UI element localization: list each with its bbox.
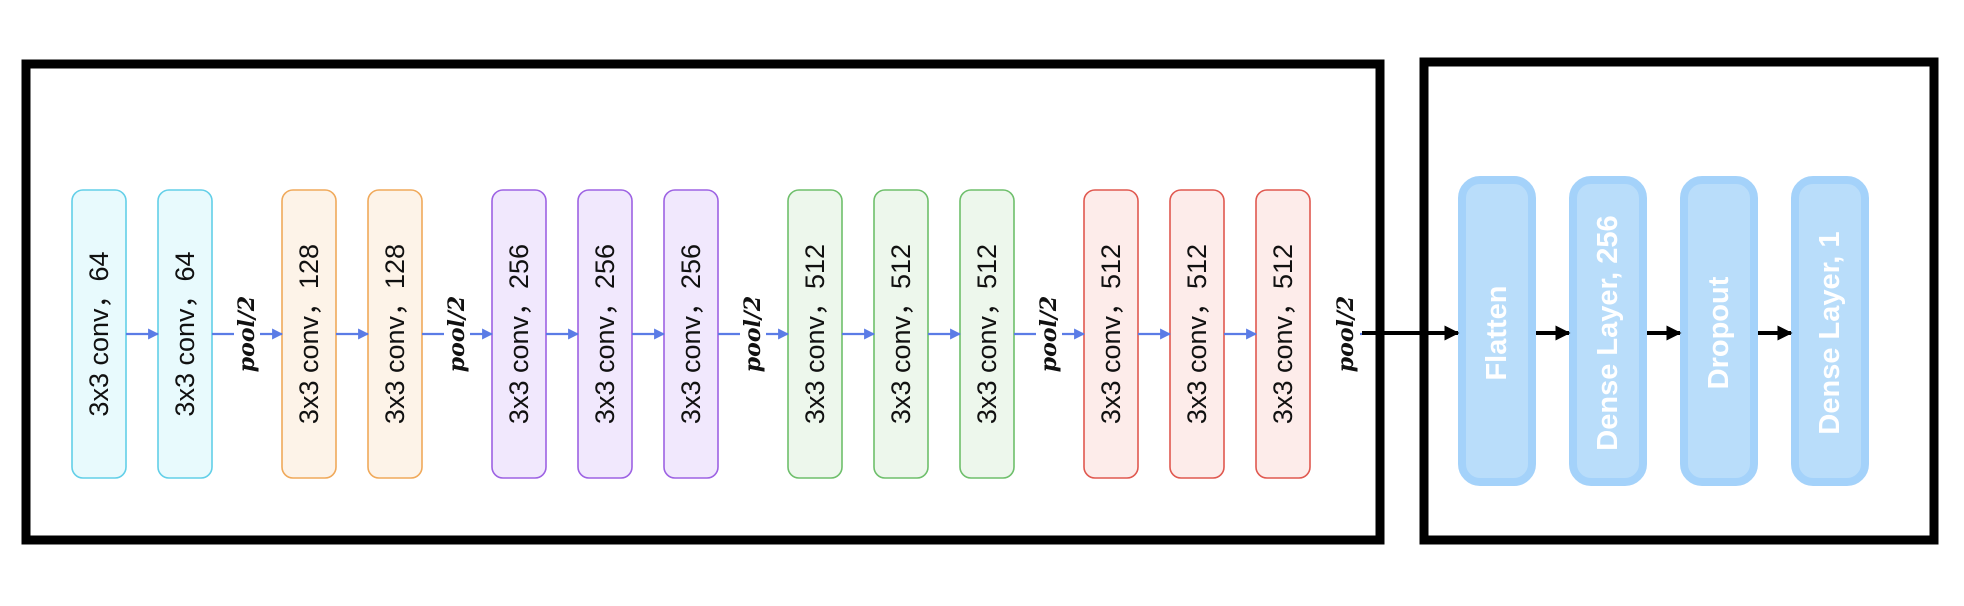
conv-layer-label: 3x3 conv，256 (504, 244, 534, 424)
pool-label: pool/2 (1333, 296, 1359, 372)
conv-layer-block: 3x3 conv，64 (157, 189, 213, 479)
conv-layer-block: 3x3 conv，256 (577, 189, 633, 479)
conv-layer-block: 3x3 conv，128 (367, 189, 423, 479)
pool-label: pool/2 (234, 296, 260, 372)
pool-label-background (1036, 294, 1062, 374)
conv-layer-block: 3x3 conv，512 (873, 189, 929, 479)
conv-layer-label: 3x3 conv，512 (886, 244, 916, 424)
pool-label-background (1333, 294, 1359, 374)
conv-layer-label: 3x3 conv，64 (170, 251, 200, 416)
dense-layer-label: Dropout (1703, 276, 1735, 389)
dense-layer-label: Flatten (1481, 285, 1513, 380)
feature-extractor-frame (21, 59, 1385, 545)
conv-layer-block: 3x3 conv，512 (1255, 189, 1311, 479)
dense-layer-box (1791, 176, 1869, 486)
conv-layer-label: 3x3 conv，512 (1096, 244, 1126, 424)
dense-layer-box (1569, 176, 1647, 486)
pool-label-background (444, 294, 470, 374)
dense-layer-block: Flatten (1458, 176, 1536, 486)
dense-layer-block: Dropout (1680, 176, 1758, 486)
conv-layer-label: 3x3 conv，256 (590, 244, 620, 424)
pool-label-background (234, 294, 260, 374)
dense-layer-box (1680, 176, 1758, 486)
conv-layer-label: 3x3 conv，128 (380, 244, 410, 424)
pool-label-background (740, 294, 766, 374)
conv-layer-block: 3x3 conv，128 (281, 189, 337, 479)
pool-label: pool/2 (740, 296, 766, 372)
classifier-frame (1419, 57, 1939, 545)
conv-layer-label: 3x3 conv，64 (84, 251, 114, 416)
dense-layer-box (1458, 176, 1536, 486)
conv-layer-block: 3x3 conv，512 (1083, 189, 1139, 479)
pool-label: pool/2 (444, 296, 470, 372)
conv-layer-block: 3x3 conv，512 (1169, 189, 1225, 479)
conv-layer-label: 3x3 conv，256 (676, 244, 706, 424)
conv-layer-label: 3x3 conv，512 (1268, 244, 1298, 424)
conv-layer-block: 3x3 conv，256 (491, 189, 547, 479)
conv-layer-label: 3x3 conv，512 (972, 244, 1002, 424)
dense-layer-label: Dense Layer, 256 (1592, 215, 1624, 450)
conv-layer-block: 3x3 conv，512 (959, 189, 1015, 479)
dense-layer-block: Dense Layer, 1 (1791, 176, 1869, 486)
conv-layer-block: 3x3 conv，64 (71, 189, 127, 479)
conv-layer-label: 3x3 conv，512 (800, 244, 830, 424)
conv-layer-label: 3x3 conv，128 (294, 244, 324, 424)
dense-layer-label: Dense Layer, 1 (1814, 231, 1846, 434)
pool-label: pool/2 (1036, 296, 1062, 372)
conv-layer-block: 3x3 conv，256 (663, 189, 719, 479)
conv-layer-block: 3x3 conv，512 (787, 189, 843, 479)
conv-layer-label: 3x3 conv，512 (1182, 244, 1212, 424)
dense-layer-block: Dense Layer, 256 (1569, 176, 1647, 486)
